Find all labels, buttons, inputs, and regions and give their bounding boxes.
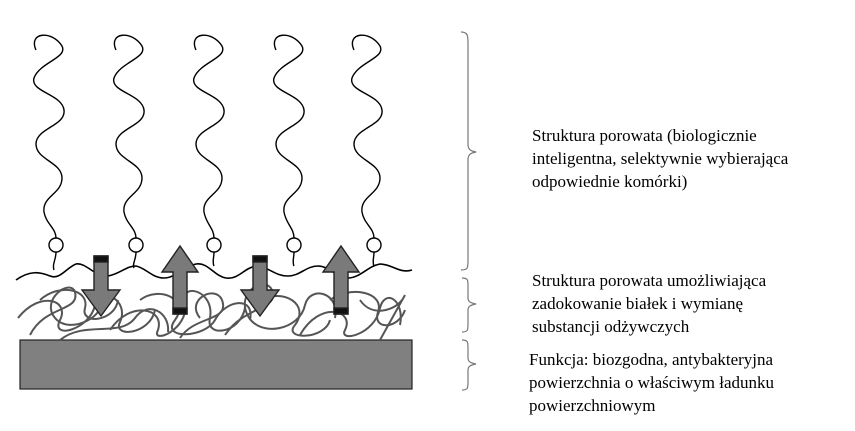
transport-arrows [80,244,361,318]
brace-middle [461,277,477,333]
label-line: Struktura porowata (biologicznie [532,126,757,145]
arrow-up-1 [160,244,200,315]
label-line: Funkcja: biozgodna, antybakteryjna [529,350,774,369]
arrow-down-1 [80,255,122,318]
polymer-chains [33,34,383,271]
fiber-network [17,283,406,341]
polymer-chain-5 [351,34,383,267]
polymer-chain-3 [193,34,225,267]
label-line: powierzchniowym [529,396,656,415]
label-porous-structure-middle: Struktura porowata umożliwiająca zadokow… [532,269,766,338]
label-line: zadokowanie białek i wymianę [532,294,744,313]
label-line: substancji odżywczych [532,317,690,336]
polymer-chain-1 [33,34,65,271]
label-line: odpowiednie komórki) [532,172,688,191]
brace-top [460,31,477,271]
label-line: Struktura porowata umożliwiająca [532,271,767,290]
label-porous-structure-top: Struktura porowata (biologicznie intelig… [532,124,788,193]
arrow-down-2 [239,255,281,318]
brace-bottom [461,339,477,391]
label-function-bottom: Funkcja: biozgodna, antybakteryjna powie… [529,348,774,417]
braces [460,31,477,391]
substrate-layer [19,339,413,390]
label-line: powierzchnia o właściwym ładunku [529,373,775,392]
arrow-up-2 [321,244,361,315]
polymer-chain-4 [273,34,305,267]
label-line: inteligentna, selektywnie wybierająca [532,149,789,168]
polymer-chain-2 [113,34,145,269]
